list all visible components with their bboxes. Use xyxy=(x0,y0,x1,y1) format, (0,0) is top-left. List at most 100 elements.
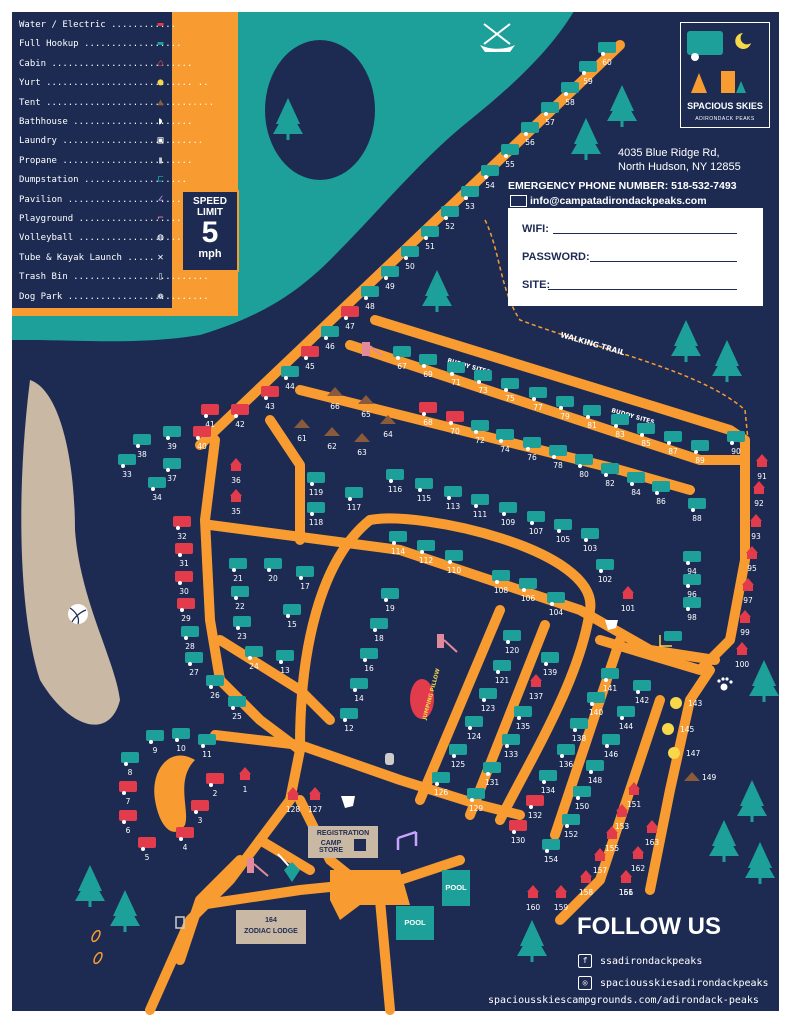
full-hookup-rv-icon xyxy=(581,528,599,539)
instagram-link[interactable]: ◎spaciousskiesadirondackpeaks xyxy=(578,976,769,990)
tree-icon xyxy=(571,118,601,154)
jumping-pillow xyxy=(410,679,434,719)
campsite-135: 135 xyxy=(514,706,532,731)
tree-icon xyxy=(517,920,547,956)
full-hookup-rv-icon xyxy=(579,61,597,72)
water-electric-rv-icon xyxy=(175,571,193,582)
campsite-number: 77 xyxy=(533,403,543,412)
campsite-number: 26 xyxy=(210,691,220,700)
laundry-icon: ▣ xyxy=(157,135,164,147)
campsite-141: 141 xyxy=(601,668,619,693)
registration-building: REGISTRATION CAMP STORE xyxy=(308,826,378,858)
email-address[interactable]: info@campatadirondackpeaks.com xyxy=(530,195,707,207)
campsite-94: 94 xyxy=(683,551,701,576)
wifi-label: WIFI: xyxy=(522,223,549,235)
campsite-number: 124 xyxy=(467,732,482,741)
campsite-7: 7 xyxy=(119,781,137,806)
campsite-71: 71 xyxy=(447,362,465,387)
campsite-56: 56 xyxy=(521,122,539,147)
full-hookup-rv-icon xyxy=(688,498,706,509)
full-hookup-rv-icon xyxy=(441,206,459,217)
campsite-20: 20 xyxy=(264,558,282,583)
legend-label: Laundry .......................... xyxy=(19,136,204,147)
campsite-number: 49 xyxy=(385,282,395,291)
parking xyxy=(330,870,410,920)
campsite-8: 8 xyxy=(121,752,139,777)
full-hookup-rv-icon xyxy=(419,354,437,365)
campsite-number: 145 xyxy=(680,725,695,734)
follow-us-title: FOLLOW US xyxy=(577,913,721,940)
tent-icon xyxy=(380,415,396,424)
full-hookup-rv-icon xyxy=(281,366,299,377)
campsite-36: 36 xyxy=(230,458,242,485)
campsite-89: 89 xyxy=(691,440,709,465)
campsite-number: 29 xyxy=(181,614,191,623)
campsite-number: 138 xyxy=(572,734,587,743)
campsite-number: 46 xyxy=(325,342,335,351)
wifi-info-box: WIFI: PASSWORD: SITE: xyxy=(508,208,763,306)
campsite-55: 55 xyxy=(501,144,519,169)
logo-name: SPACIOUS SKIES xyxy=(681,101,769,111)
tent-icon xyxy=(294,419,310,428)
full-hookup-rv-icon xyxy=(345,487,363,498)
campsite-31: 31 xyxy=(175,543,193,568)
full-hookup-rv-icon xyxy=(549,445,567,456)
laundry-icon xyxy=(354,839,366,851)
campsite-125: 125 xyxy=(449,744,467,769)
water-electric-rv-icon: ▬ xyxy=(157,19,164,30)
address-line1: 4035 Blue Ridge Rd, xyxy=(618,147,720,159)
campsite-number: 74 xyxy=(500,445,510,454)
campsite-70: 70 xyxy=(446,411,464,436)
campsite-number: 14 xyxy=(354,694,364,703)
campsite-10: 10 xyxy=(172,728,190,753)
full-hookup-rv-icon xyxy=(503,630,521,641)
website-link[interactable]: spaciousskiescampgrounds.com/adirondack-… xyxy=(488,995,759,1006)
campsite-99: 99 xyxy=(739,610,751,637)
campsite-137: 137 xyxy=(529,674,543,701)
water-electric-rv-icon xyxy=(261,386,279,397)
campsite-number: 151 xyxy=(627,800,642,809)
pavilion-icon xyxy=(396,830,418,850)
full-hookup-rv-icon xyxy=(617,706,635,717)
dumpstation-icon xyxy=(659,631,682,647)
campsite-107: 107 xyxy=(527,511,545,536)
campsite-number: 107 xyxy=(529,527,544,536)
cabin-icon xyxy=(746,546,758,559)
full-hookup-rv-icon xyxy=(601,668,619,679)
campsite-115: 115 xyxy=(415,478,433,503)
cabin-icon xyxy=(753,481,765,494)
campsite-number: 27 xyxy=(189,668,199,677)
campsite-62: 62 xyxy=(324,427,340,451)
campsite-number: 51 xyxy=(425,242,435,251)
dumpstation-icon: ⊏ xyxy=(157,174,164,186)
campsite-87: 87 xyxy=(664,431,682,456)
legend-label: Pavilion ............................ xyxy=(19,194,220,205)
legend-label: Yurt .............................. xyxy=(19,78,209,89)
campsites: 6059585756555453525150494847464544434241… xyxy=(118,42,768,912)
playground-icon xyxy=(437,634,458,653)
full-hookup-rv-icon xyxy=(570,718,588,729)
campsite-116: 116 xyxy=(386,469,404,494)
cabin-icon xyxy=(736,642,748,655)
legend-label: Playground ..................... xyxy=(19,214,193,224)
campsite-155: 155 xyxy=(605,826,619,853)
campsite-number: 130 xyxy=(511,836,526,845)
campsite-23: 23 xyxy=(233,616,251,641)
legend-row: Yurt ..............................● xyxy=(19,74,209,92)
campsite-131: 131 xyxy=(483,762,501,787)
campsite-number: 58 xyxy=(565,98,575,107)
campsite-number: 8 xyxy=(128,768,133,777)
campsite-number: 114 xyxy=(391,547,406,556)
campsite-85: 85 xyxy=(637,423,655,448)
campsite-142: 142 xyxy=(633,680,651,705)
campsite-97: 97 xyxy=(742,578,754,605)
cabin-icon xyxy=(756,454,768,467)
full-hookup-rv-icon xyxy=(602,734,620,745)
campsite-number: 134 xyxy=(541,786,556,795)
full-hookup-rv-icon xyxy=(683,574,701,585)
campsite-number: 60 xyxy=(602,58,612,67)
campsite-number: 73 xyxy=(478,386,488,395)
campsite-number: 4 xyxy=(183,843,188,852)
campsite-number: 159 xyxy=(554,903,569,912)
